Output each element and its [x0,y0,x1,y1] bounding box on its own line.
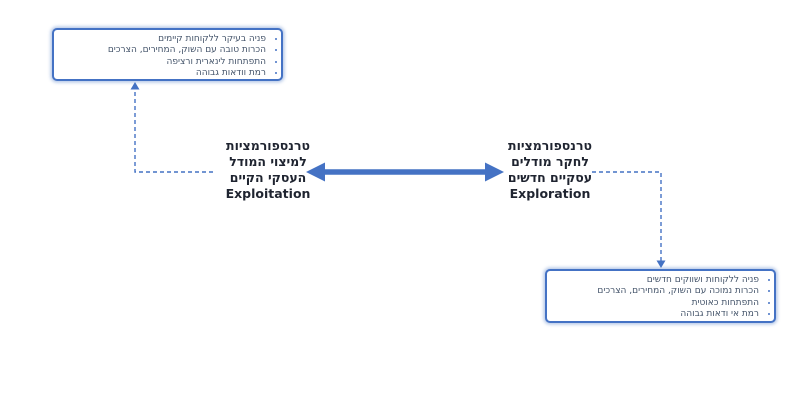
label-english: Exploitation [225,186,311,201]
label-line: טרנספורמציות [226,138,310,153]
exploitation-attributes-box: פניה בעיקר ללקוחות קיימים הכרות טובה עם … [52,28,283,81]
list-item: רמת אי ודאות גבוהה [551,309,759,320]
list-item: פניה ללקוחות ושווקים חדשים [551,275,759,286]
exploitation-label: טרנספורמציות למיצוי המודל העסקי הקיים Ex… [202,138,334,202]
label-line: העסקי הקיים [229,170,307,185]
label-line: לחקר מודלים [511,154,589,169]
list-item: התפתחות לינארית ורציפה [58,57,266,68]
list-item: רמת וודאות גבוהה [58,68,266,79]
label-line: טרנספורמציות [508,138,592,153]
list-item: הכרות טובה עם השוק, המחירים, הצרכים [58,45,266,56]
exploration-dashed-connector-arrow-icon [592,171,666,268]
exploitation-dashed-connector-arrow-icon [130,82,213,173]
bidirectional-arrow-icon [306,162,504,182]
exploration-attributes-list: פניה ללקוחות ושווקים חדשים הכרות נמוכה ע… [547,271,774,321]
exploration-label: טרנספורמציות לחקר מודלים עסקיים חדשים Ex… [484,138,616,202]
exploitation-attributes-list: פניה בעיקר ללקוחות קיימים הכרות טובה עם … [54,30,281,80]
label-line: עסקיים חדשים [507,170,593,185]
exploration-attributes-box: פניה ללקוחות ושווקים חדשים הכרות נמוכה ע… [545,269,776,323]
list-item: פניה בעיקר ללקוחות קיימים [58,34,266,45]
list-item: התפתחות כאוטית [551,298,759,309]
label-line: למיצוי המודל [229,154,307,169]
list-item: הכרות נמוכה עם השוק, המחירים, הצרכים [551,286,759,297]
label-english: Exploration [509,186,591,201]
